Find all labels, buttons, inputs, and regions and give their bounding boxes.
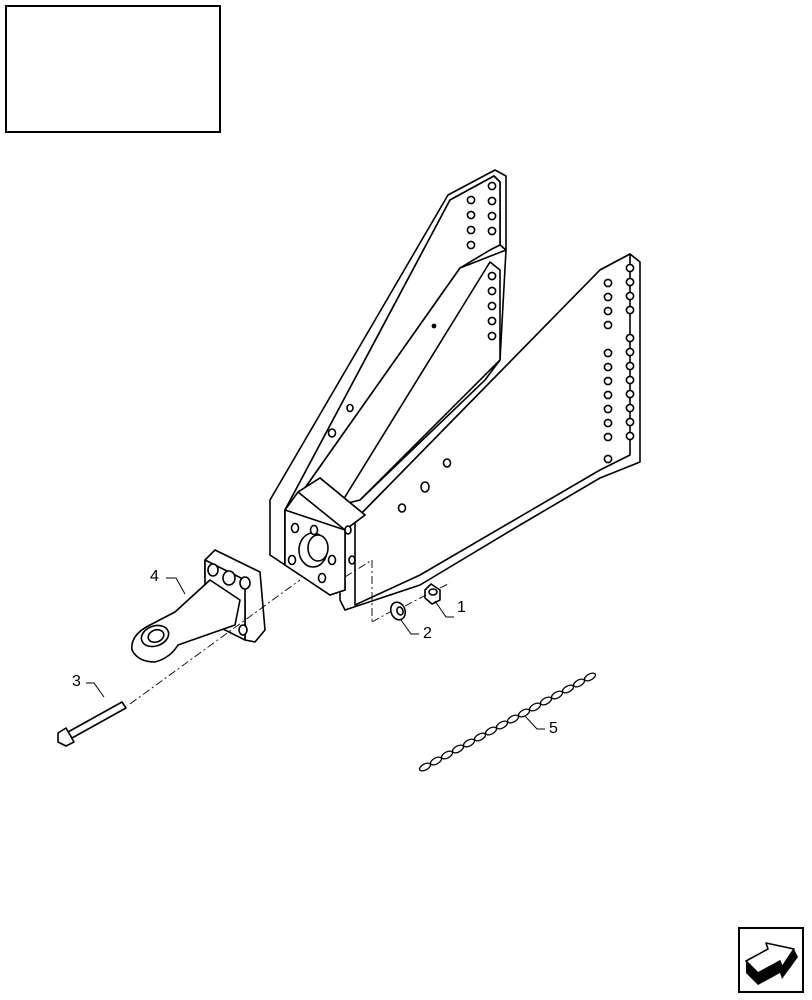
callout-4: 4 <box>150 568 159 585</box>
next-page-arrow-icon <box>738 927 804 993</box>
washer-icon <box>389 601 407 621</box>
callout-leaders <box>86 577 545 730</box>
callout-5: 5 <box>549 720 558 737</box>
chain-icon <box>418 672 597 772</box>
hitch-eye-icon <box>131 549 266 663</box>
callout-2: 2 <box>423 625 432 642</box>
assembly-centerlines <box>129 559 451 705</box>
next-page-button[interactable] <box>738 927 804 993</box>
bolt-icon <box>57 701 127 747</box>
drawbar-frame-icon <box>269 169 641 611</box>
callout-1: 1 <box>457 599 466 616</box>
callout-3: 3 <box>72 673 81 690</box>
reference-inset-box <box>5 5 221 133</box>
nut-icon <box>424 583 441 605</box>
